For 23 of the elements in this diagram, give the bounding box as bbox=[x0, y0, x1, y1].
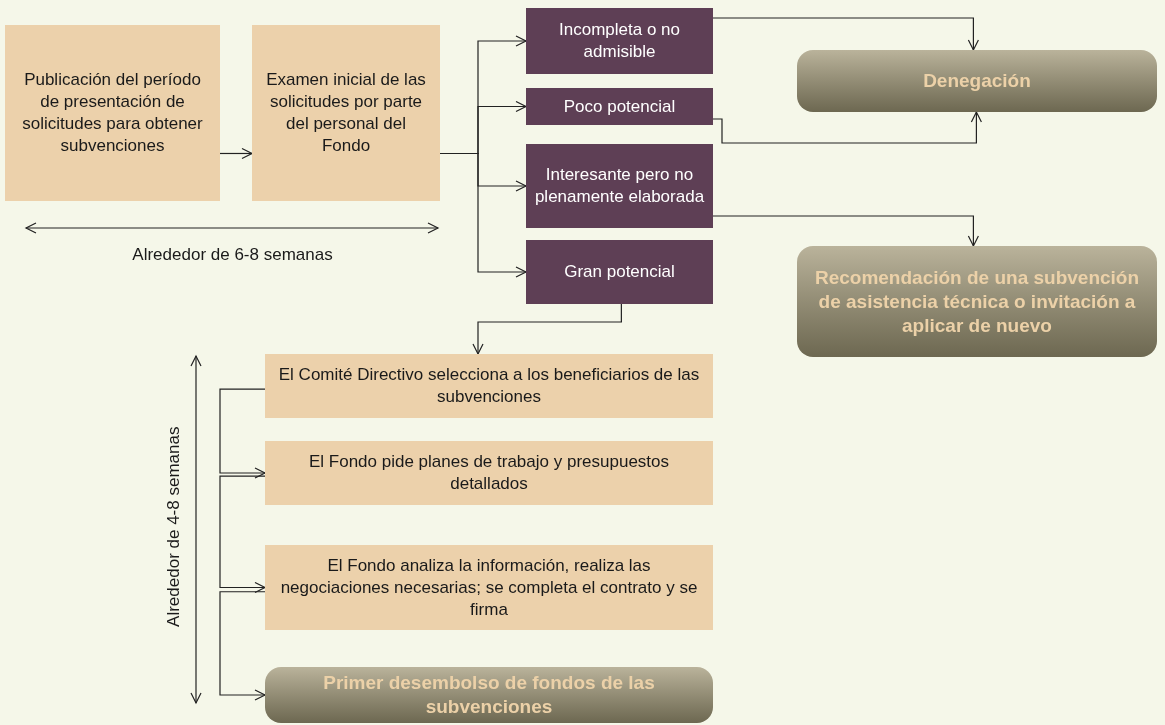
result-box: Recomendación de una subvención de asistencia técnica o invitación a aplicar de nuevo bbox=[797, 246, 1157, 357]
arrow bbox=[439, 152, 527, 278]
process-box: El Comité Directivo selecciona a los beneficiarios de las subvenciones bbox=[265, 354, 713, 418]
arrow bbox=[219, 388, 266, 479]
arrow bbox=[472, 303, 622, 355]
process-box: Publicación del período de presentación de solicitudes para obtener subvenciones bbox=[5, 25, 220, 201]
arrow bbox=[712, 111, 982, 144]
duration-label: Alrededor de 6-8 semanas bbox=[131, 244, 334, 266]
arrow bbox=[219, 591, 266, 701]
arrow bbox=[712, 215, 979, 247]
result-box: Denegación bbox=[797, 50, 1157, 112]
arrow bbox=[219, 475, 266, 594]
duration-label: Alrededor de 4-8 semanas bbox=[163, 425, 185, 629]
arrow bbox=[219, 147, 253, 160]
outcome-box: Interesante pero no plenamente elaborada bbox=[526, 144, 713, 228]
result-box: Primer desembolso de fondos de las subvenciones bbox=[265, 667, 713, 723]
arrow bbox=[712, 17, 979, 51]
outcome-box: Poco potencial bbox=[526, 88, 713, 125]
outcome-box: Incompleta o no admisible bbox=[526, 8, 713, 74]
process-box: El Fondo pide planes de trabajo y presupuestos detallados bbox=[265, 441, 713, 505]
process-box: El Fondo analiza la información, realiza las negociaciones necesarias; se completa el contrato y se firma bbox=[265, 545, 713, 630]
outcome-box: Gran potencial bbox=[526, 240, 713, 304]
process-box: Examen inicial de las solicitudes por parte del personal del Fondo bbox=[252, 25, 440, 201]
